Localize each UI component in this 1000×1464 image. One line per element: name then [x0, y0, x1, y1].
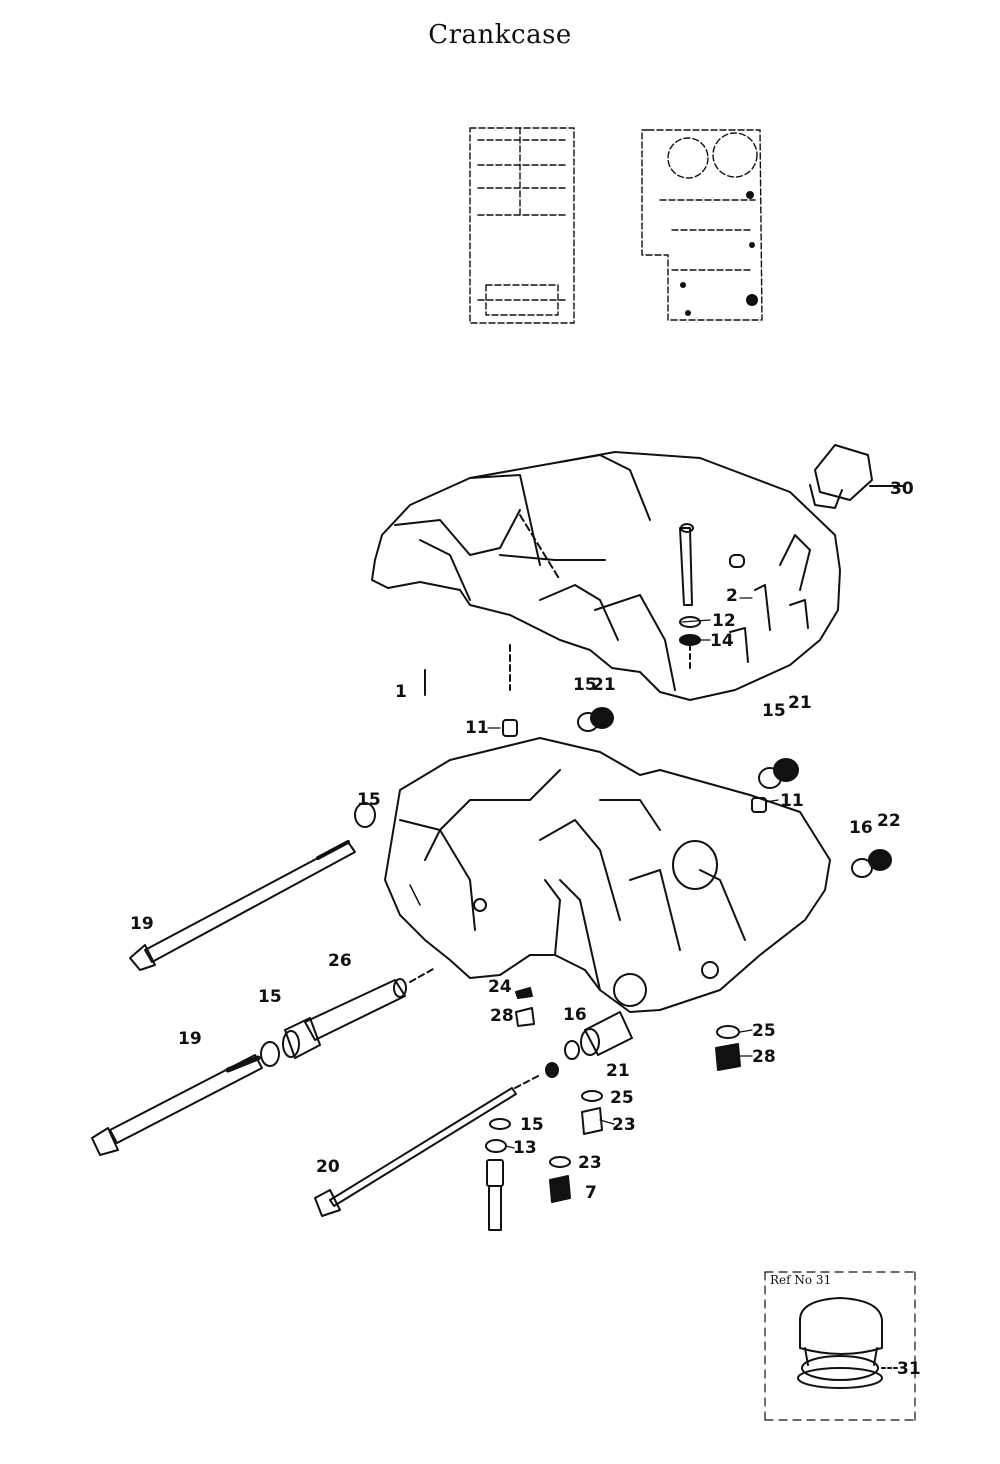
washer-15-left [354, 802, 376, 828]
label-28-right: 28 [752, 1047, 776, 1067]
label-24: 24 [488, 977, 512, 997]
label-11-left: 11 [465, 718, 489, 738]
label-15-center: 15 [573, 675, 597, 695]
label-16-center: 16 [563, 1005, 587, 1025]
washer-12 [679, 616, 701, 628]
label-21-center: 21 [592, 675, 616, 695]
nut-21-lower [545, 1062, 559, 1078]
bolt-19-upper [129, 840, 356, 971]
leader-lines [487, 597, 779, 1149]
label-12: 12 [712, 611, 736, 631]
upper-crankcase [371, 451, 841, 701]
callout-labels: 1 2 7 11 11 12 13 14 15 15 15 15 15 16 1… [130, 479, 921, 1379]
stud-bolt-13 [486, 1159, 504, 1231]
reference-view-right [641, 129, 763, 321]
label-30: 30 [890, 479, 914, 499]
label-15-lower: 15 [258, 987, 282, 1007]
washer-nut-15-21-right [758, 758, 799, 789]
label-21-right: 21 [788, 693, 812, 713]
nut-23-upper [581, 1107, 603, 1135]
label-20: 20 [316, 1157, 340, 1177]
label-7: 7 [585, 1183, 597, 1203]
label-19-upper: 19 [130, 914, 154, 934]
label-31: 31 [897, 1359, 921, 1379]
page-title: Crankcase [428, 20, 572, 50]
washer-25-center [581, 1090, 603, 1102]
label-23-lower: 23 [578, 1153, 602, 1173]
reference-view-left [469, 127, 575, 324]
label-15-left: 15 [357, 790, 381, 810]
label-13: 13 [513, 1138, 537, 1158]
label-22: 22 [877, 811, 901, 831]
label-23-upper: 23 [612, 1115, 636, 1135]
reference-view-markers [680, 191, 758, 316]
label-28-center: 28 [490, 1006, 514, 1026]
label-25-right: 25 [752, 1021, 776, 1041]
washer-23-lower [549, 1156, 571, 1168]
inset-ref-label: Ref No 31 [770, 1273, 831, 1287]
washer-nut-15-21-center [577, 707, 614, 732]
plug-31 [797, 1297, 899, 1389]
bolt-20 [314, 1074, 541, 1217]
washer-15-lower [260, 1041, 280, 1067]
spacer-26 [282, 967, 436, 1059]
inset-ref-31 [764, 1271, 916, 1421]
label-25-center: 25 [610, 1088, 634, 1108]
washer-21-lower [564, 1040, 580, 1060]
washer-13 [485, 1139, 507, 1153]
nut-28-center [515, 1007, 535, 1027]
bolt-19-lower [91, 1054, 263, 1156]
label-2: 2 [726, 586, 738, 606]
label-11-right: 11 [780, 791, 804, 811]
washer-15-bottom [489, 1118, 511, 1130]
nut-28-right [715, 1043, 741, 1071]
spacer-16 [580, 1011, 633, 1056]
plug-30 [809, 444, 906, 509]
label-14: 14 [710, 631, 734, 651]
label-15-bottom: 15 [520, 1115, 544, 1135]
lower-crankcase [384, 737, 831, 1013]
nut-22 [868, 849, 892, 871]
nut-14 [679, 634, 701, 646]
label-1: 1 [395, 682, 407, 702]
stud-2 [679, 523, 694, 606]
nut-7 [549, 1175, 571, 1203]
washer-25-right [716, 1025, 740, 1039]
dowel-pin-11-left [502, 719, 518, 737]
label-15-right: 15 [762, 701, 786, 721]
label-19-lower: 19 [178, 1029, 202, 1049]
label-21-lower: 21 [606, 1061, 630, 1081]
washer-24 [515, 987, 533, 999]
label-26: 26 [328, 951, 352, 971]
label-16-right: 16 [849, 818, 873, 838]
